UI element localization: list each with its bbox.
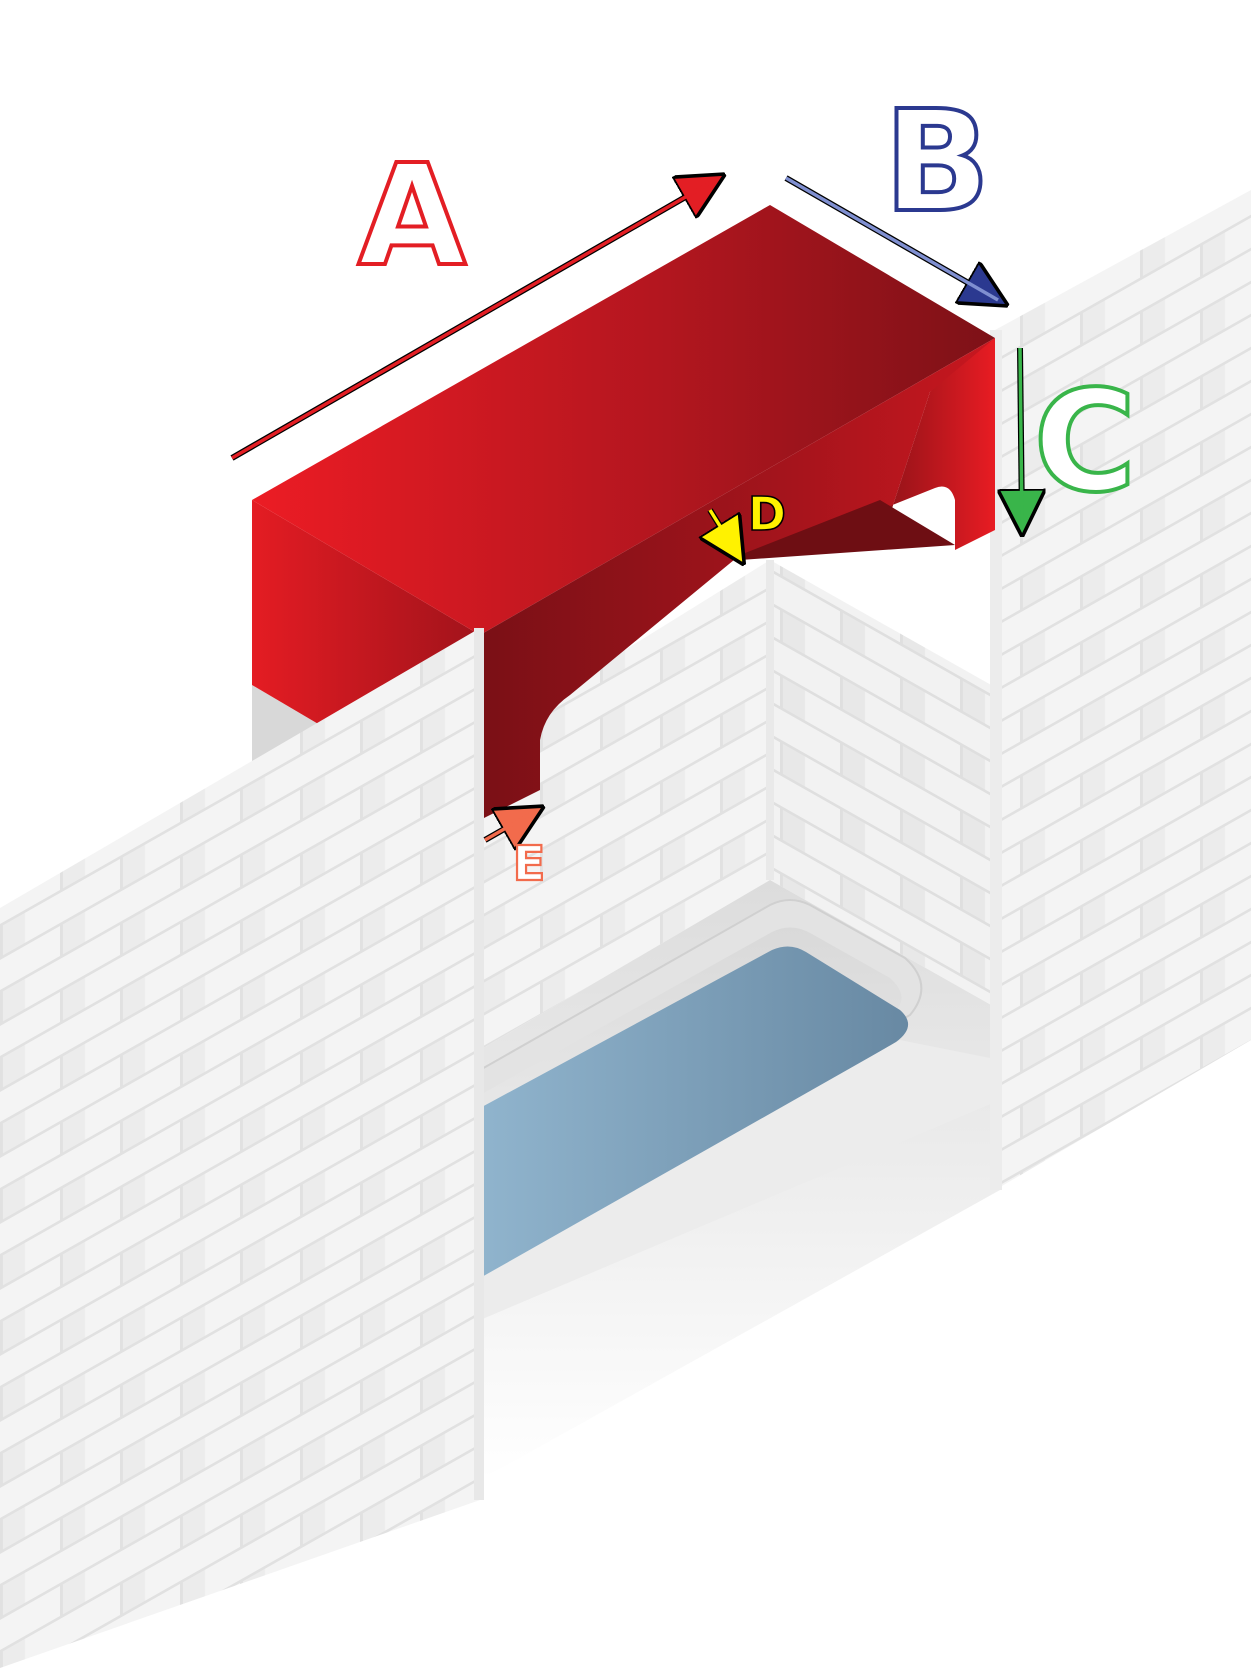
- side-wall-inner: [770, 560, 1000, 1010]
- label-d: D: [748, 487, 786, 541]
- rear-wall: [480, 560, 770, 1050]
- arch-inner-face: [480, 338, 995, 820]
- bathtub: [479, 880, 1000, 1480]
- arch-top-face: [252, 205, 995, 635]
- dimension-labels: A B C D E: [356, 79, 1139, 893]
- bathtub-water: [480, 946, 909, 1279]
- dimension-arrows: [230, 178, 1022, 840]
- label-c: C: [1034, 361, 1137, 524]
- label-a: A: [358, 135, 466, 298]
- arch-right-face: [880, 338, 995, 550]
- label-b: B: [884, 81, 991, 244]
- left-wall: [0, 628, 484, 1668]
- right-wall: [990, 190, 1251, 1190]
- label-e: E: [513, 836, 546, 892]
- alcove-back-walls: [480, 560, 1000, 1050]
